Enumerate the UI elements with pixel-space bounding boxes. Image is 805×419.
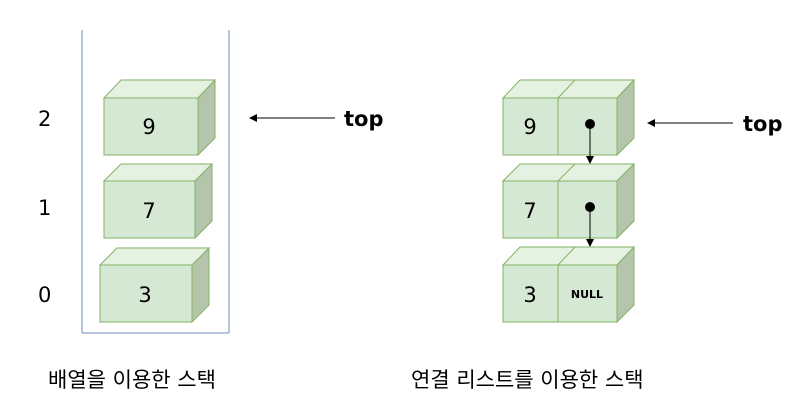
array-top-label: top	[344, 107, 384, 131]
linked-stack-caption: 연결 리스트를 이용한 스택	[411, 368, 644, 392]
array-cell-7: 7	[102, 162, 214, 240]
linked-value-7: 7	[523, 199, 536, 223]
linked-node-7: 7	[501, 162, 636, 240]
array-index-2: 2	[38, 107, 51, 131]
null-label: NULL	[571, 288, 603, 301]
pointer-dot-icon	[585, 202, 595, 212]
array-index-0: 0	[38, 283, 51, 307]
linked-value-3: 3	[523, 283, 536, 307]
array-stack-caption: 배열을 이용한 스택	[48, 368, 216, 392]
array-value-3: 3	[138, 283, 151, 307]
pointer-dot-icon	[585, 119, 595, 129]
array-value-9: 9	[142, 115, 155, 139]
array-index-1: 1	[38, 196, 51, 220]
linked-top-label: top	[743, 112, 783, 136]
linked-value-9: 9	[523, 115, 536, 139]
array-value-7: 7	[142, 199, 155, 223]
array-cell-9: 9	[102, 78, 217, 157]
array-cell-3: 3	[98, 246, 211, 324]
linked-node-9: 9	[501, 78, 636, 157]
linked-node-3: 3 NULL	[501, 245, 636, 324]
